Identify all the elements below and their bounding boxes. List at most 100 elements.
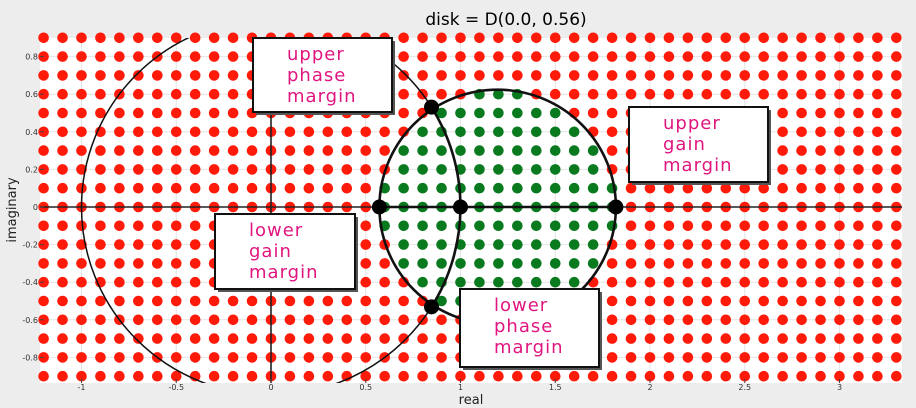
dot-inside bbox=[417, 258, 428, 269]
dot-outside bbox=[95, 333, 106, 344]
dot-outside bbox=[76, 276, 87, 288]
dot-inside bbox=[512, 258, 523, 269]
dot-outside bbox=[587, 88, 599, 100]
dot-outside bbox=[95, 295, 106, 307]
dot-outside bbox=[739, 32, 751, 44]
dot-outside bbox=[739, 88, 751, 100]
dot-outside bbox=[379, 258, 391, 269]
dot-outside bbox=[114, 276, 125, 288]
dot-outside bbox=[360, 258, 372, 269]
dot-outside bbox=[455, 70, 466, 81]
dot-outside bbox=[815, 145, 826, 156]
dot-outside bbox=[682, 182, 694, 194]
dot-outside bbox=[663, 258, 675, 269]
dot-outside bbox=[170, 32, 182, 44]
dot-outside bbox=[38, 220, 49, 232]
dot-outside bbox=[284, 370, 296, 382]
dot-outside bbox=[606, 295, 618, 307]
dot-outside bbox=[815, 333, 826, 344]
dot-outside bbox=[625, 276, 637, 288]
dot-inside bbox=[474, 239, 485, 250]
dot-outside bbox=[474, 70, 485, 81]
dot-outside bbox=[170, 164, 182, 175]
dot-outside bbox=[891, 182, 902, 194]
dot-outside bbox=[436, 370, 447, 382]
dot-outside bbox=[379, 145, 391, 156]
dot-outside bbox=[284, 352, 296, 363]
dot-outside bbox=[872, 314, 883, 326]
dot-outside bbox=[38, 333, 49, 344]
dot-outside bbox=[227, 145, 239, 156]
dot-inside bbox=[455, 145, 466, 156]
dot-outside bbox=[834, 70, 845, 81]
x-tick-label: 1 bbox=[458, 383, 463, 392]
dot-outside bbox=[682, 333, 694, 344]
dot-outside bbox=[133, 126, 144, 138]
dot-outside bbox=[853, 314, 864, 326]
dot-outside bbox=[360, 276, 372, 288]
dot-outside bbox=[720, 370, 732, 382]
dot-outside bbox=[739, 352, 751, 363]
dot-outside bbox=[853, 107, 864, 119]
dot-outside bbox=[76, 258, 87, 269]
dot-outside bbox=[57, 258, 68, 269]
dot-outside bbox=[341, 126, 353, 138]
dot-inside bbox=[417, 164, 428, 175]
dot-outside bbox=[417, 32, 428, 44]
dot-outside bbox=[114, 32, 125, 44]
dot-outside bbox=[834, 126, 845, 138]
dot-outside bbox=[834, 352, 845, 363]
dot-outside bbox=[360, 145, 372, 156]
dot-outside bbox=[834, 258, 845, 269]
dot-outside bbox=[208, 352, 220, 363]
dot-outside bbox=[189, 164, 201, 175]
dot-outside bbox=[76, 314, 87, 326]
dot-outside bbox=[170, 276, 182, 288]
dot-outside bbox=[853, 164, 864, 175]
dot-outside bbox=[76, 333, 87, 344]
dot-inside bbox=[474, 126, 485, 138]
dot-inside bbox=[568, 182, 580, 194]
dot-outside bbox=[493, 70, 504, 81]
dot-outside bbox=[57, 51, 68, 62]
dot-outside bbox=[152, 88, 163, 100]
dot-outside bbox=[189, 145, 201, 156]
dot-outside bbox=[38, 107, 49, 119]
dot-outside bbox=[76, 88, 87, 100]
dot-outside bbox=[57, 107, 68, 119]
x-tick-label: -0.5 bbox=[168, 383, 184, 392]
x-tick-label: 3 bbox=[837, 383, 842, 392]
dot-outside bbox=[170, 51, 182, 62]
dot-outside bbox=[170, 88, 182, 100]
dot-outside bbox=[379, 126, 391, 138]
dot-outside bbox=[872, 32, 883, 44]
dot-inside bbox=[398, 220, 409, 232]
dot-outside bbox=[246, 352, 258, 363]
dot-outside bbox=[189, 333, 201, 344]
dot-outside bbox=[152, 32, 163, 44]
dot-outside bbox=[38, 32, 49, 44]
dot-outside bbox=[872, 333, 883, 344]
dot-outside bbox=[152, 107, 163, 119]
dot-outside bbox=[606, 145, 618, 156]
dot-outside bbox=[758, 295, 769, 307]
dot-outside bbox=[95, 314, 106, 326]
dot-outside bbox=[57, 70, 68, 81]
dot-outside bbox=[644, 182, 656, 194]
dot-outside bbox=[303, 352, 315, 363]
dot-outside bbox=[76, 182, 87, 194]
dot-outside bbox=[739, 70, 751, 81]
dot-outside bbox=[170, 145, 182, 156]
annotation-line: margin bbox=[663, 155, 732, 176]
dot-outside bbox=[246, 182, 258, 194]
dot-outside bbox=[95, 370, 106, 382]
dot-outside bbox=[872, 51, 883, 62]
dot-outside bbox=[227, 314, 239, 326]
dot-outside bbox=[682, 88, 694, 100]
dot-outside bbox=[891, 258, 902, 269]
dot-outside bbox=[872, 370, 883, 382]
annotation-box bbox=[628, 106, 769, 183]
dot-outside bbox=[834, 145, 845, 156]
chart-title: disk = D(0.0, 0.56) bbox=[425, 10, 586, 30]
dot-outside bbox=[796, 164, 807, 175]
